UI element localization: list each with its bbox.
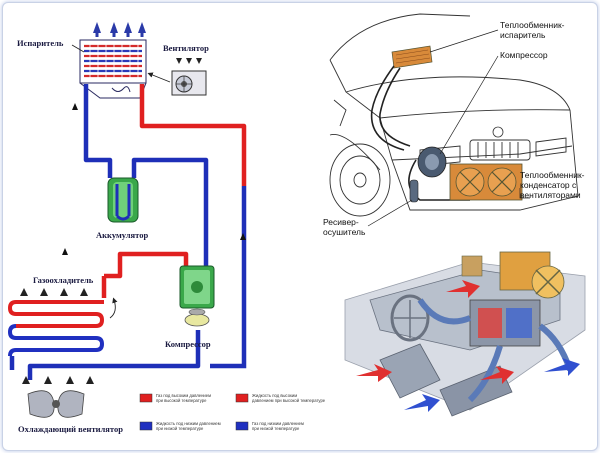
legend-text: Газ под низким давлением <box>252 421 304 426</box>
low-pressure-line <box>9 84 209 380</box>
legend-swatch-lp-gas <box>235 421 249 431</box>
legend-text: давлением при высокой температуре <box>252 398 326 403</box>
car-condenser <box>449 163 523 201</box>
blower-fan <box>147 58 207 96</box>
car-evaporator <box>391 45 433 69</box>
legend-swatch-hp-liquid <box>235 393 249 403</box>
evaporator <box>79 39 147 99</box>
legend-text: Жидкость под высоким <box>252 393 297 398</box>
car-receiver <box>409 179 419 203</box>
legend: Газ под высоким давлением при высокой те… <box>139 393 326 431</box>
label-car-condenser-1: Теплообменник- <box>520 170 585 180</box>
high-pressure-line <box>101 84 247 298</box>
evaporator-leader-line <box>71 44 85 53</box>
label-cooling-fan: Охлаждающий вентилятор <box>18 424 123 434</box>
label-car-condenser-2: конденсатор с <box>520 180 577 190</box>
label-car-evaporator-2: испаритель <box>500 30 546 40</box>
label-car-receiver-2: осушитель <box>323 227 366 237</box>
cooling-fan <box>22 376 94 418</box>
label-evaporator: Испаритель <box>17 38 64 48</box>
car-ac-drawing: Теплообменник- испаритель Компрессор Теп… <box>323 13 585 237</box>
legend-swatch-lp-liquid <box>139 421 153 431</box>
label-car-compressor: Компрессор <box>500 50 548 60</box>
legend-text: Газ под высоким давлением <box>156 393 211 398</box>
gas-cooler <box>7 288 118 357</box>
legend-text: при низкой температуре <box>252 426 300 431</box>
hvac-cutaway-illustration <box>344 251 586 417</box>
compressor <box>179 265 215 327</box>
label-car-receiver-1: Ресивер- <box>323 217 359 227</box>
label-fan: Вентилятор <box>163 43 209 53</box>
accumulator <box>107 177 139 223</box>
legend-swatch-hp-gas <box>139 393 153 403</box>
legend-text: при высокой температуре <box>156 398 207 403</box>
legend-text: Жидкость под низким давлением <box>156 421 221 426</box>
refrigerant-circuit-diagram: Испаритель Вентилятор <box>7 22 326 434</box>
evaporator-airflow-arrows <box>93 22 146 37</box>
car-compressor <box>417 146 447 178</box>
airflow-arrows <box>356 280 580 412</box>
label-car-evaporator-1: Теплообменник- <box>500 20 565 30</box>
return-line <box>210 186 247 369</box>
label-gas-cooler: Газоохладитель <box>33 275 94 285</box>
flow-direction-arrows <box>62 103 246 255</box>
legend-text: при низкой температуре <box>156 426 204 431</box>
label-car-condenser-3: вентиляторами <box>520 190 581 200</box>
label-compressor-diagram: Компрессор <box>165 339 211 349</box>
label-accumulator: Аккумулятор <box>96 230 148 240</box>
